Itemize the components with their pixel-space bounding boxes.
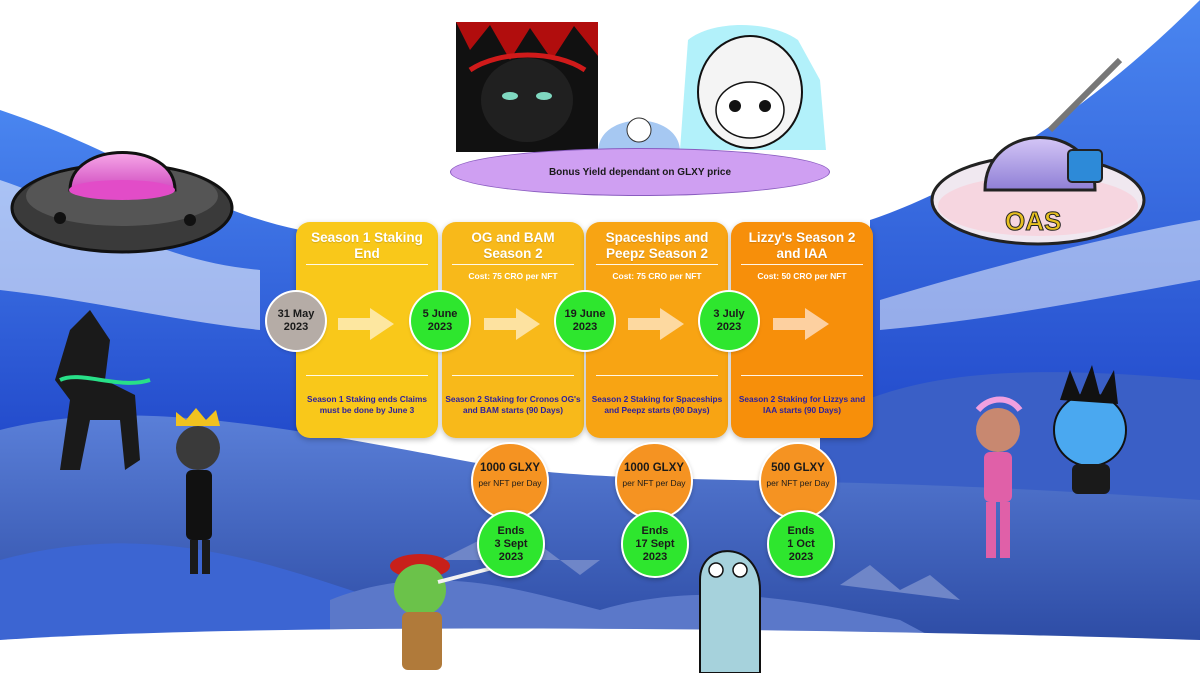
panel-title: OG and BAM Season 2 — [471, 230, 555, 261]
ends-1-oct-2023: Ends 1 Oct 2023 — [767, 510, 835, 578]
arrow-right-icon — [338, 308, 394, 340]
ends-17-sept-2023: Ends 17 Sept 2023 — [621, 510, 689, 578]
reward-lizzys-and-iaa: 500 GLXY per NFT per Day — [759, 442, 837, 520]
panel-divider — [741, 375, 863, 376]
reward-amount: 1000 GLXY — [479, 462, 541, 474]
panel-title: Lizzy's Season 2 and IAA — [748, 230, 856, 261]
arrow-right-icon — [484, 308, 540, 340]
date-3-july-2023: 3 July 2023 — [700, 292, 758, 350]
panel-divider — [596, 264, 718, 265]
black-dragon-icon — [456, 22, 598, 152]
panel-divider — [306, 375, 428, 376]
date-19-june-2023: 19 June 2023 — [556, 292, 614, 350]
reward-og-and-bam: 1000 GLXY per NFT per Day — [471, 442, 549, 520]
bonus-yield-text: Bonus Yield dependant on GLXY price — [548, 166, 732, 178]
arrow-right-icon — [773, 308, 829, 340]
centaur-icon — [55, 310, 151, 470]
panel-divider — [452, 264, 574, 265]
ends-3-sept-2023: Ends 3 Sept 2023 — [477, 510, 545, 578]
white-ufo-icon: OAS — [930, 57, 1146, 246]
panel-cost: Cost: 50 CRO per NFT — [757, 271, 847, 281]
reward-unit: per NFT per Day — [766, 478, 830, 488]
reward-amount: 500 GLXY — [771, 462, 825, 474]
reward-unit: per NFT per Day — [622, 478, 686, 488]
pink-girl-icon — [975, 396, 1023, 558]
panel-divider — [741, 264, 863, 265]
panel-divider — [306, 264, 428, 265]
panel-cost: Cost: 75 CRO per NFT — [612, 271, 702, 281]
panel-cost: Cost: 75 CRO per NFT — [468, 271, 558, 281]
date-5-june-2023: 5 June 2023 — [411, 292, 469, 350]
panel-divider — [452, 375, 574, 376]
panel-divider — [596, 375, 718, 376]
panel-description: Season 2 Staking for Lizzys and IAA star… — [738, 394, 866, 415]
reward-unit: per NFT per Day — [478, 478, 542, 488]
svg-text:OAS: OAS — [1005, 206, 1061, 236]
bonus-yield-banner: Bonus Yield dependant on GLXY price — [450, 148, 830, 196]
panel-description: Season 2 Staking for Cronos OG's and BAM… — [445, 394, 581, 415]
panel-title: Spaceships and Peepz Season 2 — [605, 230, 709, 261]
reward-spaceships-and-peepz: 1000 GLXY per NFT per Day — [615, 442, 693, 520]
ghost-character-icon — [699, 550, 761, 673]
panel-title: Season 1 Staking End — [311, 230, 423, 261]
reward-amount: 1000 GLXY — [623, 462, 685, 474]
panel-description: Season 2 Staking for Spaceships and Peep… — [591, 394, 723, 415]
white-astronaut-icon — [680, 25, 826, 150]
pink-ufo-icon — [10, 151, 234, 254]
arrow-right-icon — [628, 308, 684, 340]
date-31-may-2023: 31 May 2023 — [267, 292, 325, 350]
king-character-icon — [176, 408, 220, 574]
panel-description: Season 1 Staking ends Claims must be don… — [307, 394, 427, 415]
blue-punk-icon — [1053, 365, 1127, 494]
cat-icon — [598, 117, 680, 152]
